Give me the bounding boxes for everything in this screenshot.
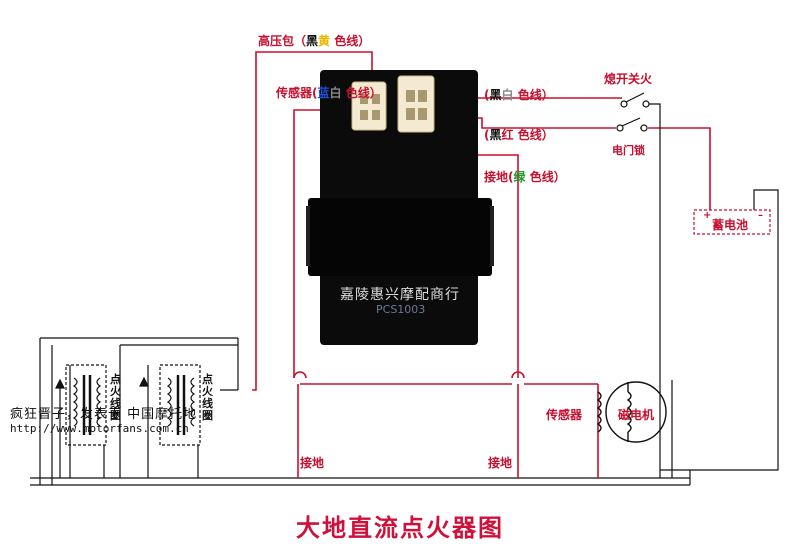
- cdi-module: [306, 70, 494, 345]
- pickup-sensor-coil: [596, 391, 602, 433]
- label-hv-coil-wire: 高压包（黑黄 色线）: [258, 32, 370, 49]
- label-kill-switch: 熄开关火: [604, 72, 653, 86]
- magneto: [605, 381, 667, 443]
- label-bw-suffix: 色线）: [513, 88, 554, 102]
- module-brand-text: 嘉陵惠兴摩配商行: [340, 287, 460, 303]
- watermark-line-2: http://www.motorfans.com.cn: [10, 422, 189, 435]
- label-gg-suffix: 色线）: [525, 170, 566, 184]
- label-sensor-wire: 传感器(蓝白 色线）: [276, 84, 382, 101]
- label-coil-2: 点火线圈: [202, 373, 213, 422]
- watermark-line-1: 疯狂晋子，发表于 中国摩托地: [10, 407, 198, 422]
- label-hv-coil-prefix: 高压包（: [258, 34, 307, 48]
- label-sensor-suffix: 色线）: [341, 86, 382, 100]
- label-hv-coil-black: 黑: [306, 34, 319, 48]
- label-magneto: 磁电机: [618, 408, 655, 422]
- ignition-lock-switch: [616, 117, 648, 132]
- label-bw-prefix: (: [484, 88, 490, 102]
- label-ground-1: 接地: [300, 456, 325, 470]
- label-br-black: 黑: [489, 128, 502, 142]
- label-battery-plus: +: [703, 210, 712, 221]
- connector-left: [351, 81, 387, 131]
- label-bw-black: 黑: [489, 88, 502, 102]
- label-gg-green: 绿: [513, 170, 526, 184]
- label-ground-green-wire: 接地(绿 色线）: [484, 168, 566, 185]
- label-coil-1: 点火线圈: [110, 373, 121, 422]
- label-ground-2: 接地: [488, 456, 513, 470]
- connector-right: [397, 75, 435, 133]
- kill-switch: [620, 92, 650, 108]
- label-hv-coil-yellow: 黄: [318, 34, 331, 48]
- label-sensor-prefix: 传感器(: [276, 86, 318, 100]
- label-hv-coil-suffix: 色线）: [330, 34, 371, 48]
- ground-bus: [30, 337, 690, 486]
- module-model-text: PCS1003: [376, 303, 426, 316]
- ignition-coil-1: [55, 364, 107, 478]
- ignition-coil-2: [119, 338, 239, 478]
- label-battery: 蓄电池: [712, 218, 749, 232]
- label-gg-prefix: 接地(: [484, 170, 514, 184]
- label-br-suffix: 色线）: [513, 128, 554, 142]
- label-ignition-lock: 电门锁: [612, 144, 645, 157]
- wires-black: [640, 103, 779, 485]
- label-sensor: 传感器: [546, 408, 583, 422]
- battery-body: [693, 209, 771, 235]
- label-battery-minus: –: [758, 210, 763, 221]
- wires-red: [252, 51, 711, 478]
- diagram-title: 大地直流点火器图: [296, 514, 504, 542]
- label-black-white-wire: (黑白 色线）: [484, 86, 554, 103]
- label-br-red: 红: [501, 128, 514, 142]
- label-bw-white: 白: [501, 88, 514, 102]
- label-black-red-wire: (黑红 色线）: [484, 126, 554, 143]
- label-sensor-blue: 蓝: [317, 86, 330, 100]
- label-sensor-white: 白: [329, 86, 342, 100]
- label-br-prefix: (: [484, 128, 490, 142]
